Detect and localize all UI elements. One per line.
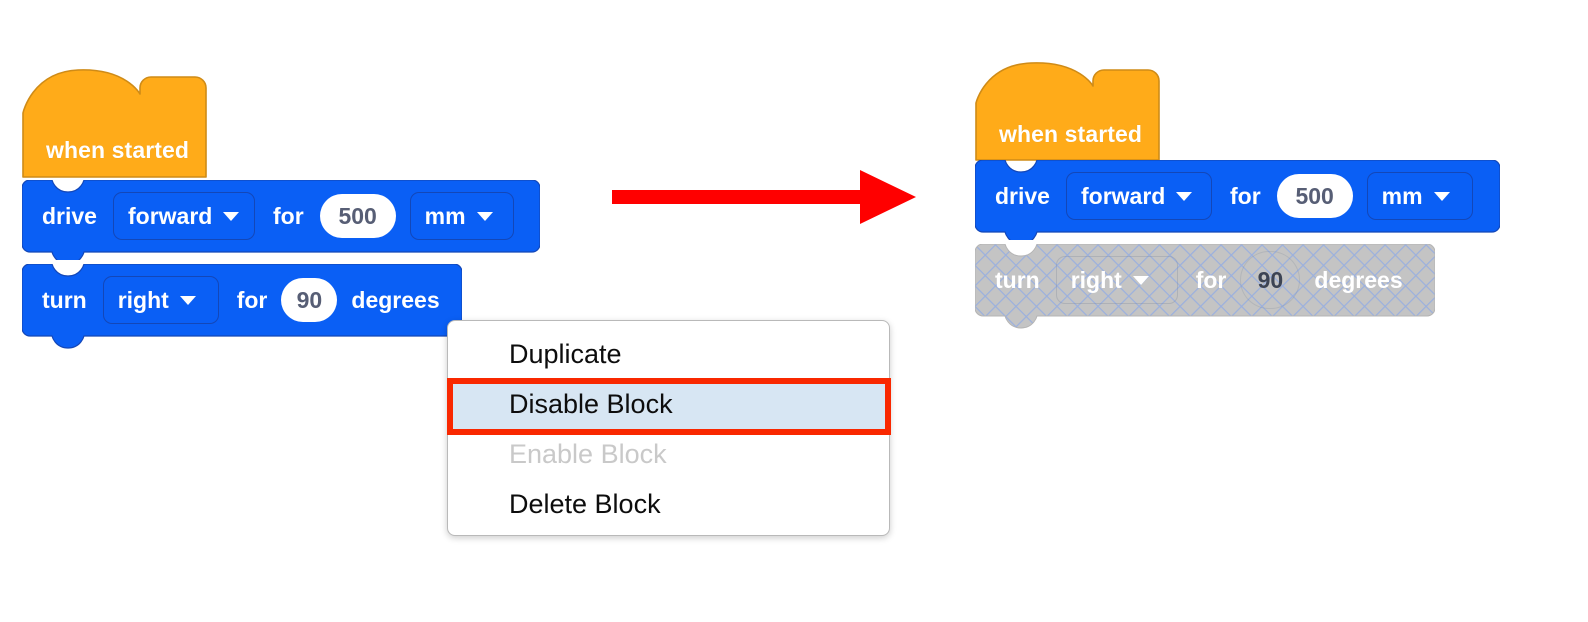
before-drive-block[interactable]: drive forward for 500 mm [22, 180, 540, 260]
hat-block-label: when started [46, 137, 190, 163]
after-turn-block-disabled[interactable]: turn right for 90 degrees [975, 244, 1435, 329]
dropdown-value: mm [424, 202, 466, 229]
dropdown-direction[interactable]: forward [112, 192, 255, 240]
block-context-menu[interactable]: Duplicate Disable Block Enable Block Del… [447, 320, 891, 536]
hat-block-when-started[interactable]: when started [22, 58, 208, 178]
number-input-distance[interactable]: 500 [1276, 174, 1353, 218]
dropdown-unit[interactable]: mm [1366, 172, 1473, 220]
number-value: 90 [296, 286, 323, 313]
chevron-down-icon [179, 295, 196, 305]
dropdown-value: right [117, 286, 169, 313]
chevron-down-icon [1176, 191, 1193, 201]
hat-block-shape [22, 69, 207, 178]
after-block-stack: when started drive forward for 500 mm [975, 55, 1500, 329]
block-label-turn: turn [42, 286, 87, 313]
before-turn-block[interactable]: turn right for 90 degrees [22, 264, 462, 349]
chevron-down-icon [1433, 191, 1450, 201]
dropdown-turn-direction[interactable]: right [102, 276, 219, 324]
hat-block-label: when started [999, 121, 1143, 147]
block-label-degrees: degrees [1314, 266, 1403, 293]
context-menu-item-delete-block[interactable]: Delete Block [448, 479, 889, 529]
after-drive-block[interactable]: drive forward for 500 mm [975, 160, 1500, 240]
hat-block-when-started[interactable]: when started [975, 55, 1161, 161]
number-input-angle[interactable]: 90 [281, 278, 338, 322]
transition-arrow [608, 166, 920, 233]
chevron-down-icon [476, 211, 493, 221]
hat-block-shape [975, 62, 1160, 161]
number-input-distance[interactable]: 500 [319, 194, 396, 238]
dropdown-unit[interactable]: mm [409, 192, 514, 240]
block-label-for: for [236, 286, 268, 313]
context-menu-item-label: Enable Block [509, 438, 667, 469]
context-menu-item-enable-block: Enable Block [448, 429, 889, 479]
block-label-for: for [1229, 182, 1261, 209]
block-label-drive: drive [995, 182, 1050, 209]
chevron-down-icon [1132, 275, 1149, 285]
right-arrow-icon [612, 170, 916, 224]
block-label-degrees: degrees [351, 286, 440, 313]
dropdown-value: right [1070, 266, 1122, 293]
context-menu-item-duplicate[interactable]: Duplicate [448, 329, 889, 379]
number-value: 90 [1257, 266, 1284, 293]
block-label-drive: drive [42, 202, 97, 229]
chevron-down-icon [223, 211, 240, 221]
context-menu-item-label: Duplicate [509, 338, 622, 369]
before-block-stack: when started drive forward for 500 mm [22, 58, 540, 349]
dropdown-turn-direction[interactable]: right [1055, 256, 1178, 304]
context-menu-item-label: Delete Block [509, 488, 661, 519]
dropdown-direction[interactable]: forward [1065, 172, 1212, 220]
block-label-turn: turn [995, 266, 1040, 293]
context-menu-item-label: Disable Block [509, 388, 673, 419]
dropdown-value: forward [1080, 182, 1166, 209]
dropdown-value: forward [127, 202, 213, 229]
number-value: 500 [338, 202, 377, 229]
block-label-for: for [272, 202, 304, 229]
number-value: 500 [1295, 182, 1334, 209]
number-input-angle[interactable]: 90 [1240, 251, 1300, 309]
disabled-block-shape [975, 244, 1435, 329]
context-menu-item-disable-block[interactable]: Disable Block [448, 379, 889, 429]
block-label-for: for [1195, 266, 1227, 293]
dropdown-value: mm [1381, 182, 1423, 209]
